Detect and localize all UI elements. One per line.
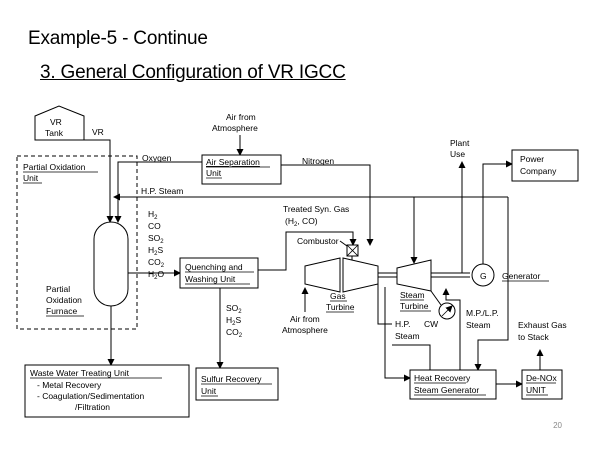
gt-exhaust-line — [377, 284, 392, 325]
page-number: 20 — [553, 421, 562, 430]
vr-tank-label-2: Tank — [45, 128, 64, 138]
wwt-item-2: - Coagulation/Sedimentation — [37, 391, 145, 401]
quenching-label-1: Quenching and — [185, 262, 243, 272]
pox-unit-label-2: Unit — [23, 173, 39, 183]
hrsg-feed-line — [474, 197, 509, 371]
denox-box — [521, 369, 563, 400]
hrsg-label-1: Heat Recovery — [414, 373, 471, 383]
oxygen-line — [114, 161, 202, 223]
gas-turbine-label-1: Gas — [330, 291, 346, 301]
power-company-label-2: Company — [520, 166, 557, 176]
air-separation-unit-box — [201, 154, 282, 185]
generator-symbol: G — [480, 271, 487, 281]
gas-turbine-shape — [342, 257, 379, 293]
furnace-vessel — [93, 221, 129, 307]
hp-steam-top-label: H.P. Steam — [141, 186, 183, 196]
gt-exhaust-line-2 — [384, 287, 411, 382]
mp-lp-steam-1: M.P./L.P. — [466, 308, 499, 318]
gas-h2o: H2O — [148, 269, 164, 281]
gas-h2s: H2S — [148, 245, 163, 257]
oxygen-label: Oxygen — [142, 153, 172, 163]
mp-lp-steam-2: Steam — [466, 320, 491, 330]
air-from-atm-bottom-2: Atmosphere — [282, 325, 328, 335]
gas-turbine-label-2: Turbine — [326, 302, 355, 312]
gas-co: CO — [148, 221, 161, 231]
combustor-label: Combustor — [297, 236, 339, 246]
power-company-label-1: Power — [520, 154, 544, 164]
wwt-item-1: - Metal Recovery — [37, 380, 102, 390]
nitrogen-label: Nitrogen — [302, 156, 334, 166]
vr-tank-shape — [34, 105, 85, 141]
furnace-label-2: Oxidation — [46, 295, 82, 305]
gas-compressor-shape-real — [304, 257, 341, 293]
power-company-line — [482, 160, 513, 264]
slide-title: Example-5 - Continue — [28, 28, 208, 49]
air-separation-label-1: Air Separation — [206, 157, 260, 167]
sulfur-recovery-label-1: Sulfur Recovery — [201, 374, 262, 384]
cw-label: CW — [424, 319, 438, 329]
furnace-label-1: Partial — [46, 284, 70, 294]
air-separation-label-2: Unit — [206, 168, 222, 178]
pox-unit-label-1: Partial Oxidation — [23, 162, 86, 172]
exhaust-label-1: Exhaust Gas — [518, 320, 567, 330]
plant-use-label-1: Plant — [450, 138, 470, 148]
vr-tank-label-1: VR — [50, 117, 62, 127]
denox-label-2: UNIT — [526, 385, 546, 395]
denox-label-1: De-NOx — [526, 373, 557, 383]
nitrogen-line — [281, 164, 374, 246]
wwt-item-3: /Filtration — [75, 402, 110, 412]
combustor-pointer — [339, 240, 348, 247]
gas-co2: CO2 — [148, 257, 165, 269]
condenser-arrow — [441, 305, 453, 317]
sulfur-recovery-label-2: Unit — [201, 386, 217, 396]
hp-steam-bottom-1: H.P. — [395, 319, 410, 329]
hp-steam-bottom-line — [392, 344, 431, 370]
vr-line — [84, 139, 114, 223]
wwt-box — [24, 364, 190, 418]
wwt-title: Waste Water Treating Unit — [30, 368, 130, 378]
air-from-atm-top-1: Air from — [226, 112, 256, 122]
syngas-label-2: (H2, CO) — [285, 216, 318, 228]
air-from-atm-bottom-1: Air from — [290, 314, 320, 324]
sulfur-gas-h2s: H2S — [226, 315, 241, 327]
combustor-x2 — [346, 244, 359, 257]
quenching-label-2: Washing Unit — [185, 274, 236, 284]
power-company-box — [511, 149, 579, 182]
steam-turbine-label-2: Turbine — [400, 301, 429, 311]
hrsg-label-2: Steam Generator — [414, 385, 479, 395]
mp-lp-steam-line — [442, 288, 461, 370]
steam-turbine-label-1: Steam — [400, 290, 425, 300]
vr-line-label: VR — [92, 127, 104, 137]
generator-label: Generator — [502, 271, 540, 281]
slide-subtitle: 3. General Configuration of VR IGCC — [40, 62, 346, 83]
air-from-atm-top-2: Atmosphere — [212, 123, 258, 133]
hp-steam-bottom-2: Steam — [395, 331, 420, 341]
st-to-condenser — [430, 290, 442, 306]
plant-use-label-2: Use — [450, 149, 465, 159]
exhaust-label-2: to Stack — [518, 332, 549, 342]
quenching-unit-box — [179, 257, 259, 289]
gas-so2: SO2 — [148, 233, 164, 245]
sulfur-gas-so2: SO2 — [226, 303, 242, 315]
furnace-label-3: Furnace — [46, 306, 77, 316]
steam-turbine-shape — [396, 259, 432, 292]
sulfur-gas-co2: CO2 — [226, 327, 243, 339]
syngas-line — [258, 231, 357, 271]
syngas-label-1: Treated Syn. Gas — [283, 204, 349, 214]
pox-unit-boundary — [16, 155, 138, 330]
gas-h2: H2 — [148, 209, 158, 221]
